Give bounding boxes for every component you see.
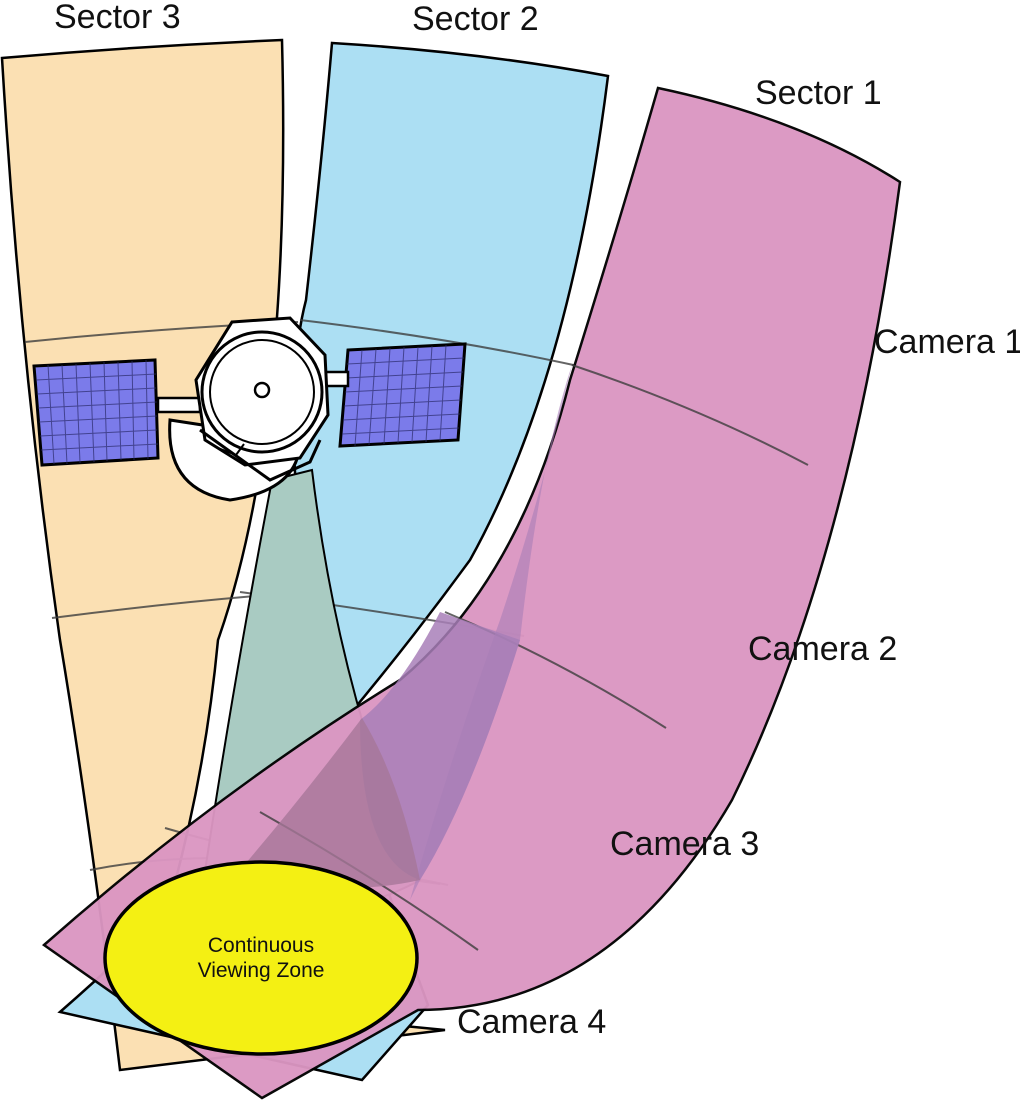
spacecraft	[32, 316, 467, 502]
sector-1-strip	[41, 86, 902, 1100]
camera-2-label: Camera 2	[748, 630, 897, 668]
cvz-label-line2: Viewing Zone	[198, 959, 325, 982]
camera-1-label: Camera 1	[874, 323, 1020, 361]
sector-1-fill	[41, 86, 902, 1100]
sector-1-label: Sector 1	[755, 74, 882, 112]
cvz-label-line1: Continuous	[208, 934, 314, 957]
sector-2-label: Sector 2	[412, 0, 539, 38]
camera-4-label: Camera 4	[457, 1003, 606, 1041]
camera-3-label: Camera 3	[610, 825, 759, 863]
cvz-ellipse	[103, 860, 419, 1056]
continuous-viewing-zone: Continuous Viewing Zone	[103, 860, 419, 1056]
sector-3-label: Sector 3	[54, 0, 181, 36]
left-solar-panel	[32, 358, 160, 467]
right-solar-panel	[338, 342, 467, 448]
